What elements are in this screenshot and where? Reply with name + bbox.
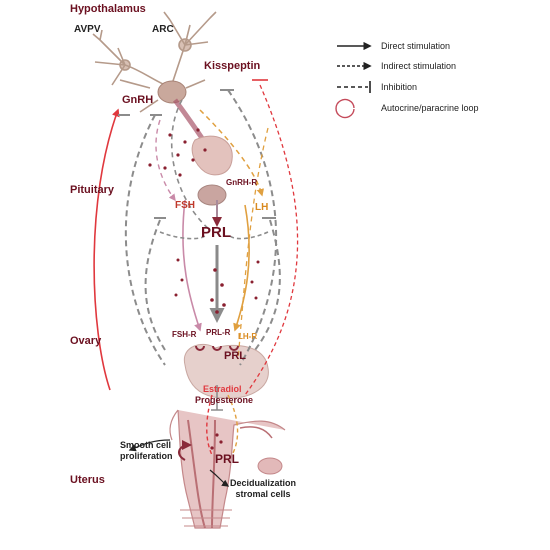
label-avpv: AVPV xyxy=(74,24,101,35)
label-prl-r: PRL-R xyxy=(206,328,231,337)
arc-neuron xyxy=(163,11,217,85)
label-smooth-cell-proliferation: Smooth cell proliferation xyxy=(120,440,173,461)
label-kisspeptin: Kisspeptin xyxy=(204,60,261,72)
region-label-hypothalamus: Hypothalamus xyxy=(70,3,146,15)
label-lh: LH xyxy=(255,202,269,213)
connections xyxy=(93,79,299,487)
pituitary-gland xyxy=(191,135,233,206)
legend-label-direct-stimulation: Direct stimulation xyxy=(381,41,451,51)
region-label-pituitary: Pituitary xyxy=(70,184,115,196)
region-label-uterus: Uterus xyxy=(70,474,105,486)
label-progesterone: Progesterone xyxy=(195,395,254,405)
label-prl-pituitary: PRL xyxy=(201,224,231,241)
region-label-ovary: Ovary xyxy=(70,335,102,347)
label-estradiol: Estradiol xyxy=(203,384,242,394)
label-fsh: FSH xyxy=(175,200,195,211)
label-prl-ovary: PRL xyxy=(224,350,246,362)
legend-label-indirect-stimulation: Indirect stimulation xyxy=(381,61,457,71)
avpv-neuron xyxy=(92,29,166,86)
inhibition-bars xyxy=(118,89,276,219)
label-arc: ARC xyxy=(152,24,174,35)
hormone-dots xyxy=(148,128,260,450)
legend-label-autocrine-paracrine-loop: Autocrine/paracrine loop xyxy=(381,103,479,113)
ovary-organ xyxy=(183,343,269,399)
uterus-organ xyxy=(169,409,286,529)
label-prl-uterus: PRL xyxy=(215,452,239,466)
label-decidualization-stromal-cells: Decidualization stromal cells xyxy=(230,478,297,499)
legend-label-inhibition: Inhibition xyxy=(381,82,418,92)
label-gnrh-r: GnRH-R xyxy=(226,178,258,187)
label-lh-r: LH-R xyxy=(238,332,258,341)
legend-symbols xyxy=(335,41,372,119)
label-gnrh: GnRH xyxy=(122,94,154,106)
label-fsh-r: FSH-R xyxy=(172,330,197,339)
receptors xyxy=(195,345,239,351)
legend-loop-icon xyxy=(335,98,355,119)
